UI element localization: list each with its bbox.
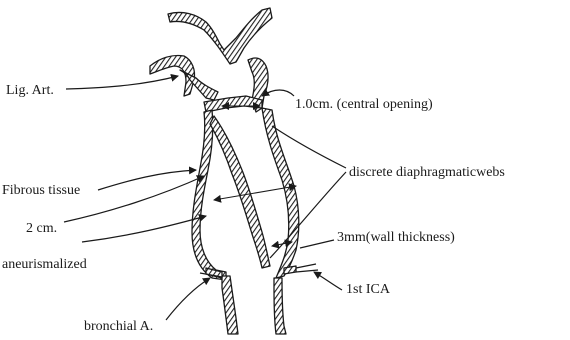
- aneurismalized-label: aneurismalized: [2, 257, 87, 272]
- two-cm-leader: [64, 176, 204, 222]
- aneurismalized-leader: [82, 216, 206, 242]
- left-upper-branch: [150, 55, 218, 100]
- wall-thickness-label: 3mm(wall thickness): [337, 230, 455, 245]
- fibrous-tissue-label: Fibrous tissue: [2, 183, 80, 198]
- lig-art-leader: [66, 76, 178, 89]
- central-opening-label: 1.0cm. (central opening): [295, 97, 433, 112]
- diaphragmatic-webs-leader-2: [270, 172, 346, 258]
- bronchial-a-label: bronchial A.: [84, 319, 153, 334]
- lig-art-label: Lig. Art.: [6, 83, 54, 98]
- lower-left-vessel: [222, 276, 238, 334]
- fibrous-tissue-leader: [98, 170, 196, 190]
- central-opening-leader: [262, 90, 294, 96]
- wall-thickness-leader: [300, 240, 334, 248]
- bottom-branches: [200, 264, 318, 278]
- bronchial-a-leader: [166, 278, 210, 320]
- diaphragmatic-webs-label: discrete diaphragmaticwebs: [349, 165, 505, 180]
- two-cm-label: 2 cm.: [26, 221, 57, 236]
- two-cm-dimension-arrow: [214, 186, 296, 200]
- lower-right-vessel: [274, 278, 286, 334]
- first-ica-label: 1st ICA: [346, 282, 391, 297]
- first-ica-leader: [314, 272, 342, 290]
